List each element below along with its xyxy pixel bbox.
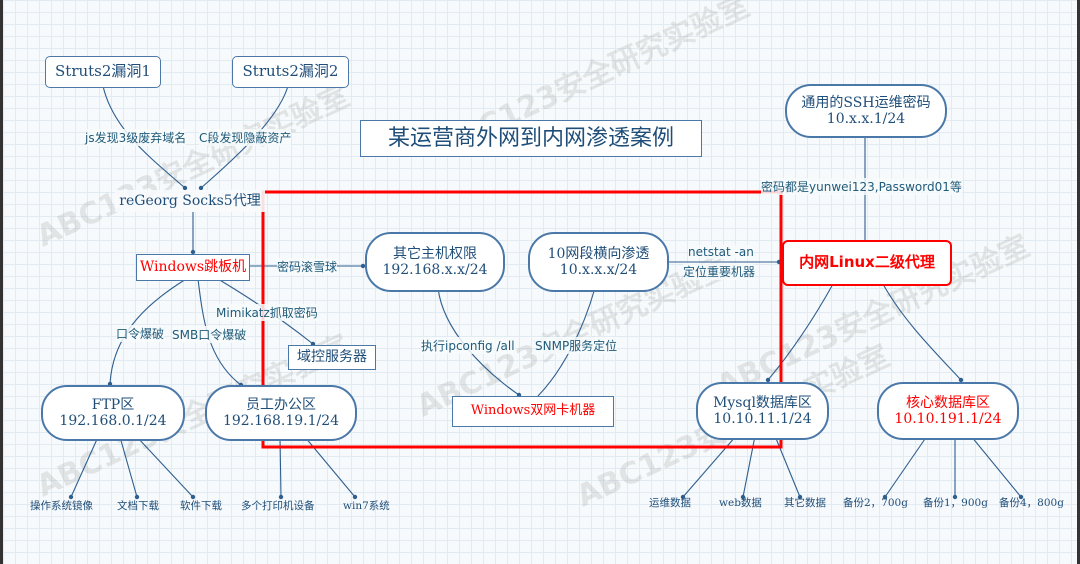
edge <box>119 436 140 500</box>
leaf-item: win7系统 <box>343 500 390 512</box>
cloud-title: Mysql数据库区 <box>713 394 812 411</box>
node-struts2-vuln-1: Struts2漏洞1 <box>45 56 161 88</box>
node-dual-nic-windows: Windows双网卡机器 <box>452 396 614 427</box>
edge-label-brute: 口令爆破 <box>116 325 165 342</box>
cloud-title: 员工办公区 <box>246 396 316 413</box>
edge <box>882 435 928 500</box>
leaf-item: 运维数据 <box>649 497 691 509</box>
edge <box>136 436 196 500</box>
edge-label-ipconfig: 执行ipconfig /all <box>421 337 515 354</box>
edge <box>765 283 834 383</box>
edge-label-js: js发现3级废弃域名 <box>85 129 187 146</box>
cloud-subnet: 10.x.x.1/24 <box>826 111 906 127</box>
edge <box>970 435 1024 500</box>
edge-label-passwords: 密码都是yunwei123,Password01等 <box>761 178 962 195</box>
diagram-title: 某运营商外网到内网渗透案例 <box>360 120 702 157</box>
cloud-subnet: 10.10.11.1/24 <box>713 411 812 427</box>
edge <box>680 435 737 500</box>
cloud-title: FTP区 <box>91 396 135 413</box>
cloud-subnet: 10.x.x.x/24 <box>559 262 638 278</box>
edge-label-netstat: netstat -an <box>688 245 754 259</box>
cloud-title: 其它主机权限 <box>393 245 477 262</box>
edge-label-mimikatz: Mimikatz抓取密码 <box>216 304 318 321</box>
node-domain-controller: 域控服务器 <box>288 345 376 370</box>
leaf-item: 其它数据 <box>784 497 826 509</box>
cloud-subnet: 192.168.0.1/24 <box>59 413 167 429</box>
node-regeorg-proxy: reGeorg Socks5代理 <box>115 190 265 212</box>
node-windows-jump-host: Windows跳板机 <box>136 254 250 281</box>
edge <box>774 435 803 500</box>
cloud-subnet: 10.10.191.1/24 <box>894 411 1002 427</box>
edge <box>107 278 187 387</box>
leaf-item: 多个打印机设备 <box>241 500 315 512</box>
leaf-item: 备份4，800g <box>999 497 1064 509</box>
cloud-subnet: 192.168.x.x/24 <box>382 262 488 278</box>
edge <box>740 435 756 500</box>
leaf-item: 软件下载 <box>180 500 222 512</box>
leaf-item: 操作系统镜像 <box>30 500 93 512</box>
edge <box>882 283 964 383</box>
leaf-item: 备份1，900g <box>923 497 988 509</box>
edge-label-cseg: C段发现隐蔽资产 <box>199 129 292 146</box>
cloud-subnet: 192.168.19.1/24 <box>222 413 340 429</box>
node-struts2-vuln-2: Struts2漏洞2 <box>232 56 349 88</box>
node-linux-proxy: 内网Linux二级代理 <box>782 240 952 286</box>
cloud-title: 10网段横向渗透 <box>547 245 650 262</box>
edge-label-snmp: SNMP服务定位 <box>535 337 618 354</box>
leaf-item: web数据 <box>719 497 762 509</box>
edge-label-locate: 定位重要机器 <box>683 263 756 280</box>
edge-label-snowball: 密码滚雪球 <box>277 258 338 275</box>
leaf-item: 文档下载 <box>117 500 159 512</box>
cloud-title: 通用的SSH运维密码 <box>801 94 931 111</box>
edge <box>68 436 99 500</box>
leaf-item: 备份2，700g <box>843 497 908 509</box>
edge-label-smb: SMB口令爆破 <box>172 326 247 343</box>
cloud-title: 核心数据库区 <box>906 394 990 411</box>
